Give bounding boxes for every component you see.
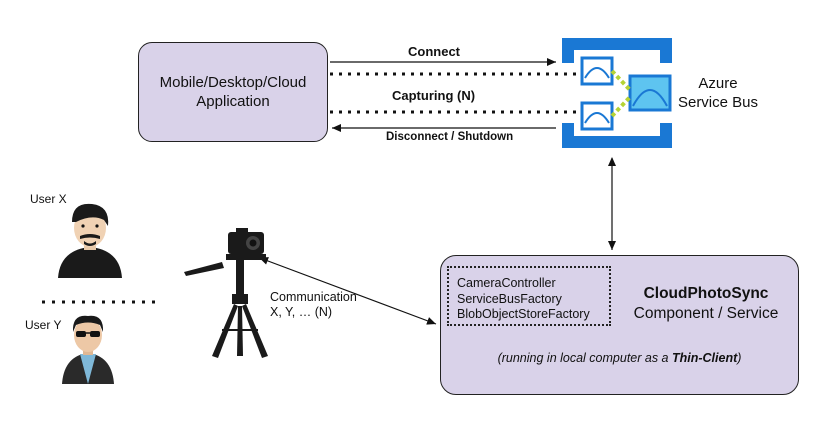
thin-client-note: (running in local computer as a Thin-Cli…: [441, 351, 798, 365]
app-label-line2: Application: [196, 93, 270, 110]
azure-service-bus-icon: [562, 38, 672, 148]
note-bold: Thin-Client: [671, 351, 738, 365]
component-item: BlobObjectStoreFactory: [457, 307, 590, 321]
communication-line2: X, Y, … (N): [270, 305, 333, 319]
azure-label-line1: Azure: [698, 75, 738, 92]
note-suffix: ): [737, 351, 742, 365]
connect-label: Connect: [408, 44, 460, 59]
communication-line1: Communication: [270, 290, 357, 304]
user-x-label: User X: [30, 192, 67, 206]
user-y-avatar: [62, 315, 114, 384]
note-prefix: (running in local computer as a: [497, 351, 672, 365]
cloudphotosync-subtitle: Component / Service: [633, 305, 779, 322]
component-list: CameraController ServiceBusFactory BlobO…: [447, 266, 611, 326]
azure-service-bus-label: Azure Service Bus: [668, 74, 768, 112]
communication-label: Communication X, Y, … (N): [270, 290, 357, 320]
azure-label-line2: Service Bus: [677, 94, 759, 111]
app-label-line1: Mobile/Desktop/Cloud: [159, 74, 307, 91]
camera-communication-arrow: [259, 257, 437, 325]
camera-tripod-icon: [184, 228, 268, 358]
cloudphotosync-title: CloudPhotoSync: [643, 285, 769, 302]
user-x-avatar: [58, 203, 122, 278]
cloudphotosync-box: CameraController ServiceBusFactory BlobO…: [440, 255, 799, 395]
component-item: ServiceBusFactory: [457, 291, 562, 306]
client-application-box: Mobile/Desktop/Cloud Application: [138, 42, 328, 142]
cloudphotosync-title-block: CloudPhotoSync Component / Service: [613, 284, 799, 324]
capturing-label: Capturing (N): [392, 88, 476, 103]
user-y-label: User Y: [25, 318, 62, 332]
disconnect-label: Disconnect / Shutdown: [386, 131, 514, 143]
component-item: CameraController: [457, 276, 556, 290]
